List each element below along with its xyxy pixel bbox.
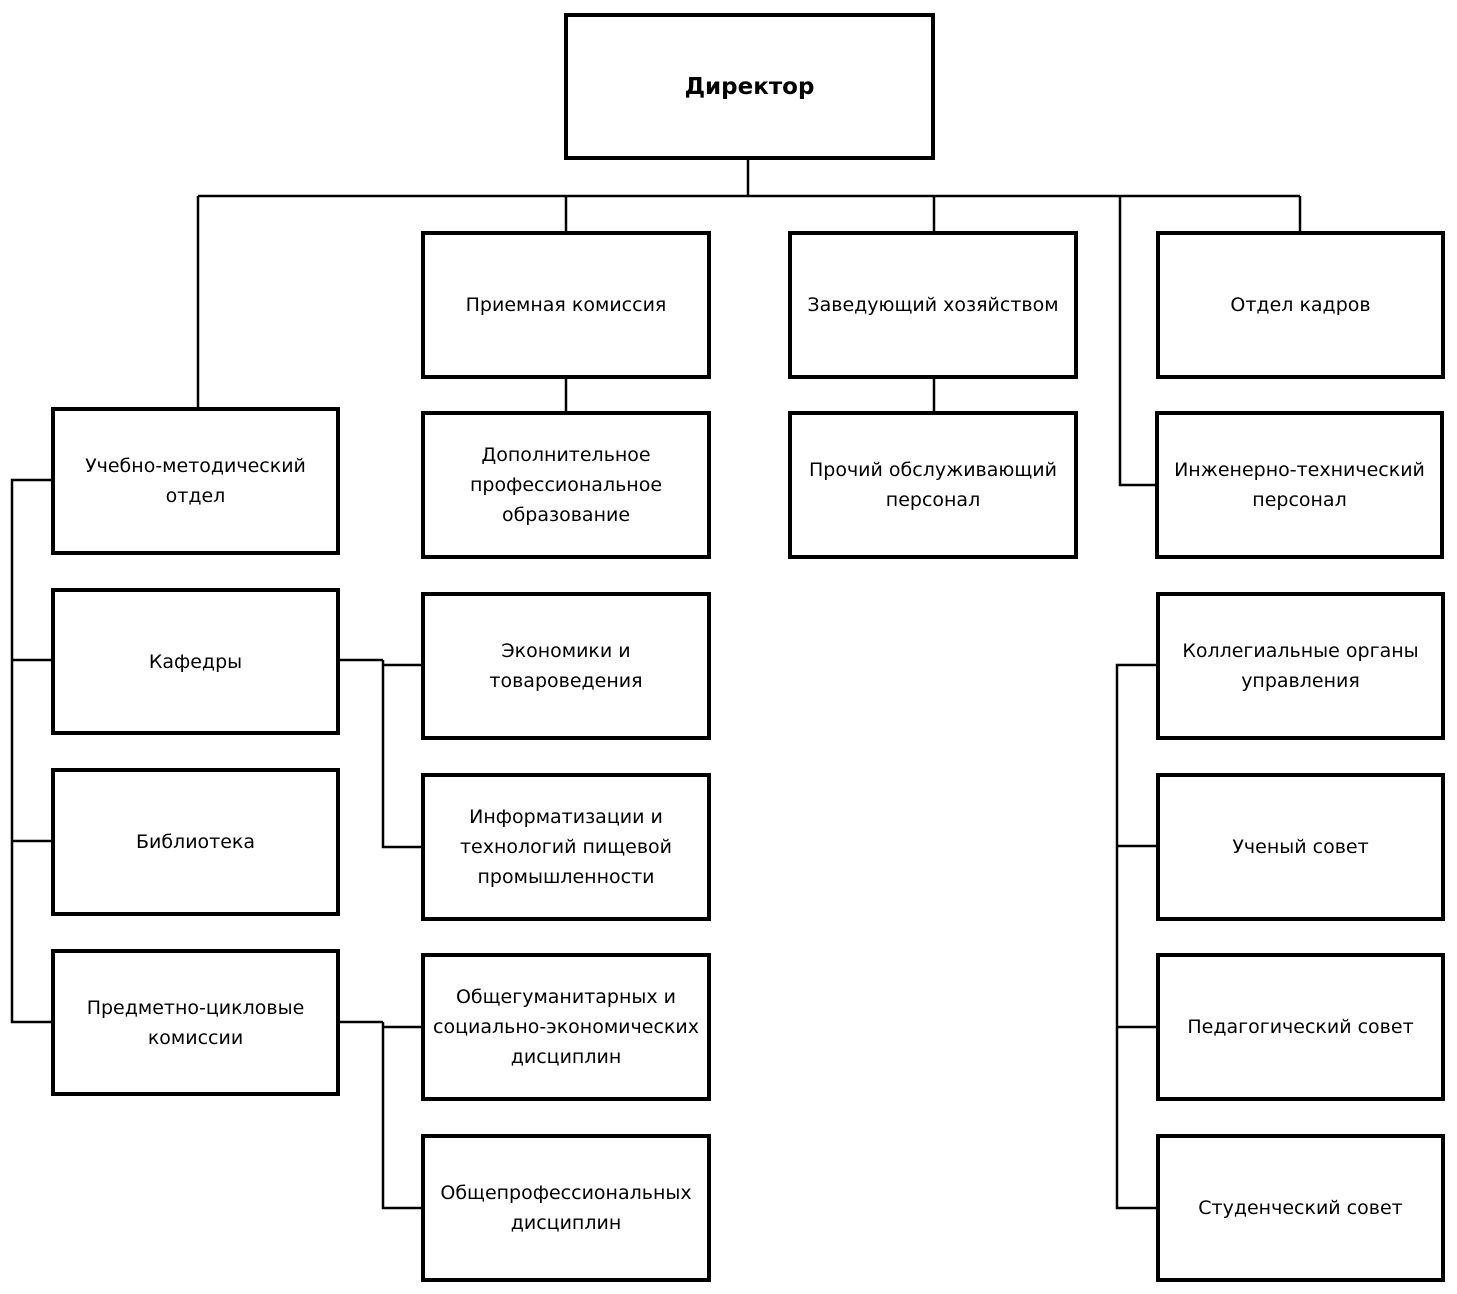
admission-committee-label: Приемная комиссия [465,294,667,316]
household-manager-box: Заведующий хозяйством [788,231,1078,379]
economics-department-label: Экономики и товароведения [489,640,643,692]
academic-council-label: Ученый совет [1232,836,1369,858]
hr-department-box: Отдел кадров [1156,231,1445,379]
student-council-label: Студенческий совет [1198,1197,1403,1219]
informatization-department-label: Информатизации и технологий пищевой пром… [459,806,673,888]
director-box: Директор [564,13,935,160]
service-staff-box: Прочий обслуживающий персонал [788,411,1078,559]
methodical-department-label: Учебно-методический отдел [85,455,306,507]
departments-box: Кафедры [51,588,340,735]
library-label: Библиотека [135,831,256,853]
director-label: Директор [684,73,815,100]
general-professional-commission-label: Общепрофессиональных дисциплин [440,1182,692,1234]
admission-committee-box: Приемная комиссия [421,231,711,379]
household-manager-label: Заведующий хозяйством [807,294,1059,316]
service-staff-label: Прочий обслуживающий персонал [808,459,1057,511]
economics-department-box: Экономики и товароведения [421,592,711,740]
pedagogical-council-box: Педагогический совет [1156,953,1445,1101]
academic-council-box: Ученый совет [1156,773,1445,921]
humanitarian-commission-label: Общегуманитарных и социально-экономическ… [433,986,699,1068]
pedagogical-council-label: Педагогический совет [1187,1016,1414,1038]
general-professional-commission-box: Общепрофессиональных дисциплин [421,1134,711,1282]
hr-department-label: Отдел кадров [1230,294,1371,316]
humanitarian-commission-box: Общегуманитарных и социально-экономическ… [421,953,711,1101]
subject-commissions-label: Предметно-цикловые комиссии [86,996,305,1049]
collegial-bodies-label: Коллегиальные органы управления [1182,640,1419,692]
informatization-department-box: Информатизации и технологий пищевой пром… [421,773,711,921]
additional-education-label: Дополнительное профессиональное образова… [469,444,663,526]
subject-commissions-box: Предметно-цикловые комиссии [51,949,340,1096]
engineering-staff-box: Инженерно-технический персонал [1155,411,1444,559]
departments-label: Кафедры [148,650,243,673]
collegial-bodies-box: Коллегиальные органы управления [1156,592,1445,740]
methodical-department-box: Учебно-методический отдел [51,407,340,555]
engineering-staff-label: Инженерно-технический персонал [1174,459,1425,511]
student-council-box: Студенческий совет [1156,1134,1445,1282]
additional-education-box: Дополнительное профессиональное образова… [421,411,711,559]
library-box: Библиотека [51,768,340,916]
